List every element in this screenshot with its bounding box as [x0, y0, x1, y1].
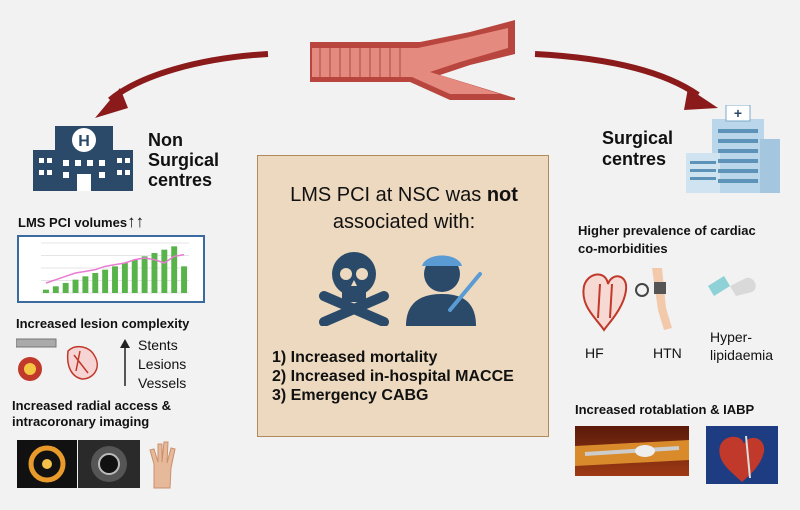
skull-crossbones-icon [319, 252, 389, 326]
svg-text:+: + [734, 105, 742, 121]
iabp-heart-image [706, 426, 778, 484]
artery-illustration [310, 20, 515, 100]
chart-bar [72, 279, 79, 293]
chart-bar [141, 256, 148, 293]
arrow-left [108, 51, 269, 103]
arrow-right [534, 51, 700, 98]
complexity-item: Vessels [138, 375, 187, 391]
radial-label-line: Increased radial access & [12, 398, 171, 413]
chart-bar [62, 283, 69, 293]
chart-bar [42, 289, 49, 293]
center-title: LMS PCI at NSC was not associated with: [258, 182, 550, 236]
chart-bar [121, 263, 128, 293]
condition-htn: HTN [653, 345, 682, 361]
hand-radial-access-icon [149, 441, 176, 489]
complexity-items: Stents Lesions Vessels [138, 336, 186, 393]
center-outcomes-list: 1) Increased mortality 2) Increased in-h… [272, 348, 514, 405]
hospital-icon: H [33, 126, 133, 191]
comorbid-label-line: co-morbidities [578, 241, 668, 256]
svg-text:H: H [78, 133, 90, 150]
left-heading-line: centres [148, 170, 213, 190]
comorbidity-icons [582, 268, 756, 332]
up-arrows-icon: ↑↑ [127, 212, 145, 231]
volumes-label: LMS PCI volumes↑↑ [18, 212, 144, 232]
oct-image [17, 440, 77, 488]
volumes-label-text: LMS PCI volumes [18, 215, 128, 230]
rotablation-label: Increased rotablation & IABP [575, 402, 755, 417]
lesion-illustrations [16, 338, 98, 381]
arrow-left-head [95, 88, 128, 118]
chart-bar [102, 269, 109, 293]
center-box: LMS PCI at NSC was not associated with: … [257, 155, 549, 437]
surgical-hospital-icon: + [686, 105, 780, 193]
chart-bar [161, 249, 168, 293]
left-heading-line: Surgical [148, 150, 220, 170]
center-title-line2: associated with: [332, 211, 476, 233]
radial-label-line: intracoronary imaging [12, 414, 150, 429]
right-heading: Surgical centres [602, 128, 673, 170]
chart-bar [181, 266, 188, 293]
center-title-text: LMS PCI at NSC was [290, 184, 482, 206]
chart-bar [52, 286, 59, 293]
volumes-chart-svg [41, 242, 189, 294]
complexity-item: Stents [138, 337, 178, 353]
comorbid-label-line: Higher prevalence of cardiac [578, 223, 756, 238]
rotablation-image [575, 426, 689, 476]
complexity-label: Increased lesion complexity [16, 316, 190, 331]
stent-icon [16, 338, 57, 348]
chart-line [45, 253, 185, 284]
arm-bp-cuff-icon [652, 268, 672, 330]
outcome-item: 1) Increased mortality [272, 349, 438, 366]
heart-vessels-icon [66, 345, 98, 380]
condition-hyperlipidaemia: Hyper- lipidaemia [710, 328, 773, 364]
outcome-item: 2) Increased in-hospital MACCE [272, 368, 514, 385]
heart-failure-icon [582, 273, 628, 332]
chart-bar [82, 276, 89, 293]
right-heading-line: centres [602, 149, 667, 169]
outcome-item: 3) Emergency CABG [272, 387, 429, 404]
right-heading-line: Surgical [602, 128, 674, 148]
center-title-bold: not [486, 184, 518, 206]
left-heading: Non Surgical centres [148, 130, 219, 190]
condition-line: Hyper- [710, 329, 753, 345]
increase-arrow-icon [120, 339, 130, 386]
chart-bar [171, 246, 178, 293]
surgeon-icon [406, 255, 482, 326]
pill-icon [708, 276, 756, 296]
condition-hf: HF [585, 345, 604, 361]
chart-bar [151, 253, 158, 293]
chart-bar [131, 259, 138, 293]
comorbid-label: Higher prevalence of cardiac co-morbidit… [578, 222, 756, 258]
condition-line: lipidaemia [710, 347, 774, 363]
complexity-item: Lesions [138, 356, 187, 372]
left-heading-line: Non [148, 130, 183, 150]
chart-bar [112, 266, 118, 293]
ivus-image [78, 440, 140, 488]
radial-label: Increased radial access & intracoronary … [12, 398, 171, 430]
volumes-chart [17, 235, 205, 303]
chart-bar [92, 273, 99, 293]
